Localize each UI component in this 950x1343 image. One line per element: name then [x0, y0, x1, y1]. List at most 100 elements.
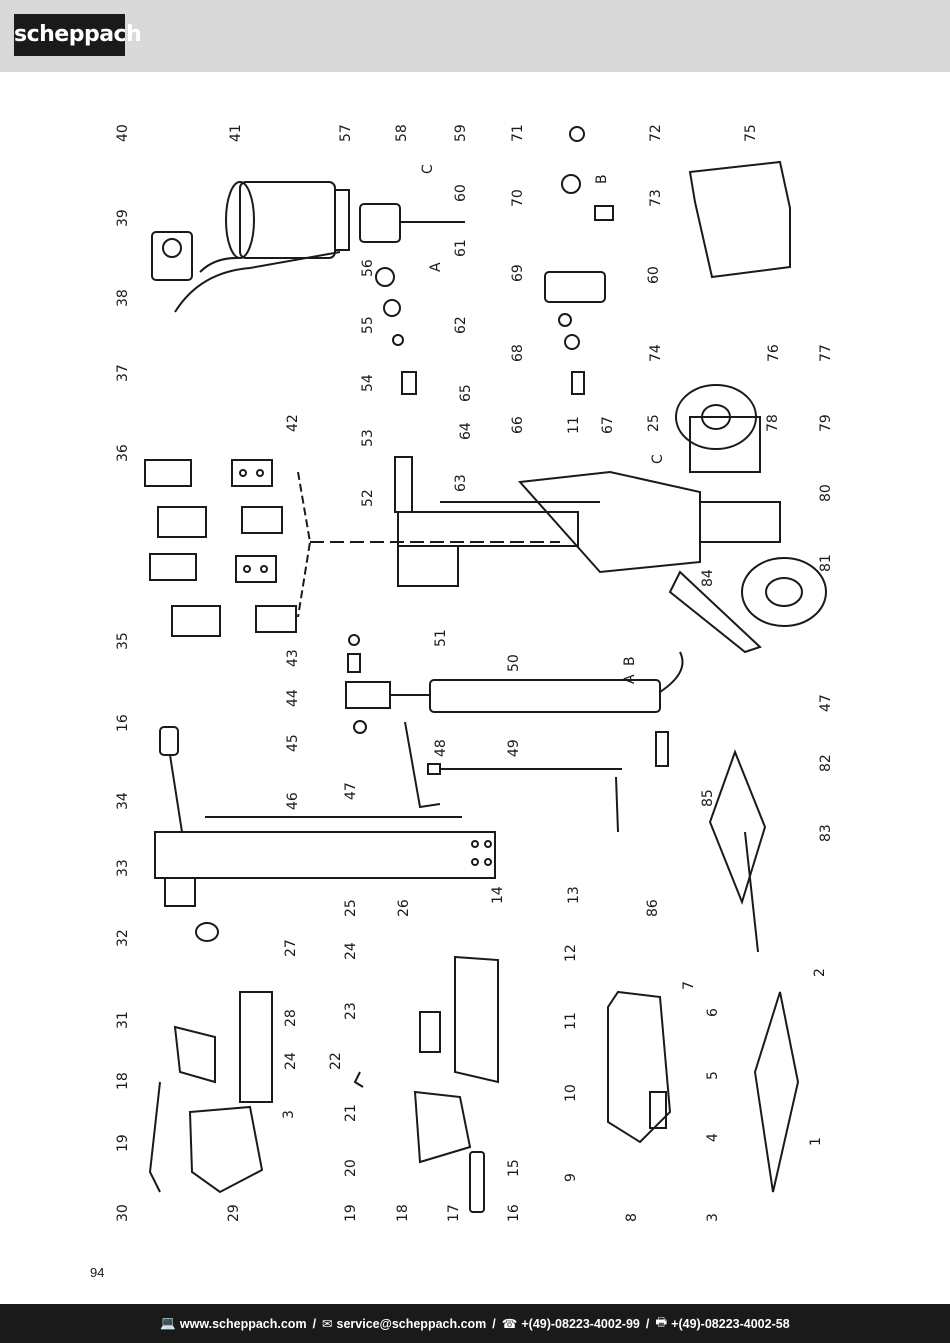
part-label: 71: [510, 124, 526, 142]
part-label: 61: [453, 239, 469, 257]
part-label: 74: [648, 344, 664, 362]
part-label: 55: [360, 316, 376, 334]
part-label: 30: [115, 1204, 131, 1222]
part-label: 16: [115, 714, 131, 732]
part-label: 4: [705, 1133, 721, 1142]
part-label: 23: [343, 1002, 359, 1020]
part-label: 50: [506, 654, 522, 672]
part-label: 48: [433, 739, 449, 757]
blade-assembly: [607, 990, 672, 1144]
marker-label: C: [650, 454, 666, 464]
header-bar: scheppach: [0, 0, 950, 72]
part-label: 73: [648, 189, 664, 207]
machine-frame: [394, 416, 781, 654]
table-plate: [708, 749, 767, 906]
part-label: 35: [115, 632, 131, 650]
part-label: 59: [453, 124, 469, 142]
part-label: 25: [646, 414, 662, 432]
part-label: 14: [490, 886, 506, 904]
separator: /: [312, 1316, 317, 1331]
part-label: 5: [705, 1071, 721, 1080]
part-label: 44: [285, 689, 301, 707]
part-label: 32: [115, 929, 131, 947]
part-label: 7: [681, 981, 697, 990]
part-label: 9: [563, 1173, 579, 1182]
part-label: 41: [228, 124, 244, 142]
part-label: 42: [285, 414, 301, 432]
part-label: 2: [812, 968, 828, 977]
part-label: 75: [743, 124, 759, 142]
part-label: 78: [765, 414, 781, 432]
part-label: 36: [115, 444, 131, 462]
separator: /: [492, 1316, 496, 1331]
part-label: 33: [115, 859, 131, 877]
part-label: 84: [700, 569, 716, 587]
part-label: 27: [283, 939, 299, 957]
part-label: 1: [808, 1137, 824, 1146]
part-label: 8: [624, 1213, 640, 1222]
part-label: 51: [433, 629, 449, 647]
part-label: 39: [115, 209, 131, 227]
part-label: 49: [506, 739, 522, 757]
base-plate: [753, 991, 800, 1193]
part-label: 68: [510, 344, 526, 362]
part-label: 56: [360, 259, 376, 277]
wheels: [675, 384, 827, 627]
motor-assembly: [174, 181, 350, 313]
part-label: 72: [648, 124, 664, 142]
part-label: 3: [281, 1110, 297, 1119]
part-label: 16: [506, 1204, 522, 1222]
envelope-icon: ✉: [322, 1317, 333, 1331]
cover-plate: [688, 160, 791, 279]
part-label: 24: [343, 942, 359, 960]
part-label: 69: [510, 264, 526, 282]
part-label: 65: [458, 384, 474, 402]
part-label: 34: [115, 792, 131, 810]
exploded-parts-diagram: 1 2 3 3 4 5 6 7 8 9 10 11 11 12 13 14 15…: [115, 124, 834, 1222]
part-label: 53: [360, 429, 376, 447]
part-label: 19: [115, 1134, 131, 1152]
wedge-plates: [144, 459, 560, 637]
part-label: 20: [343, 1159, 359, 1177]
separator: /: [645, 1316, 650, 1331]
part-label: 60: [646, 266, 662, 284]
valve-assembly: [544, 126, 614, 395]
contact-footer: 💻 www.scheppach.com / ✉ service@scheppac…: [0, 1304, 950, 1343]
part-label: 45: [285, 734, 301, 752]
part-label: 47: [343, 782, 359, 800]
part-label: 40: [115, 124, 131, 142]
page-number: 94: [90, 1265, 105, 1280]
marker-label: A: [622, 674, 638, 684]
part-label: 70: [510, 189, 526, 207]
part-label: 63: [453, 474, 469, 492]
fax-icon: 🖶: [655, 1315, 668, 1329]
part-label: 18: [115, 1072, 131, 1090]
part-label: 11: [566, 416, 582, 434]
part-label: 15: [506, 1159, 522, 1177]
push-rod: [404, 721, 622, 833]
switch-box: [151, 231, 193, 281]
part-label: 67: [600, 416, 616, 434]
website-link[interactable]: www.scheppach.com: [179, 1316, 307, 1331]
part-label: 11: [563, 1012, 579, 1030]
hydraulic-cylinder: [345, 634, 684, 767]
part-label: 58: [394, 124, 410, 142]
marker-label: C: [420, 164, 436, 174]
telephone-icon: ☎: [501, 1317, 518, 1331]
part-label: 54: [360, 374, 376, 392]
part-label: 86: [645, 899, 661, 917]
part-label: 79: [818, 414, 834, 432]
part-label: 18: [395, 1204, 411, 1222]
computer-icon: 💻: [160, 1316, 176, 1330]
part-label: 3: [705, 1213, 721, 1222]
part-label: 66: [510, 416, 526, 434]
part-label: 80: [818, 484, 834, 502]
part-label: 76: [766, 344, 782, 362]
part-label: 43: [285, 649, 301, 667]
part-label: 81: [818, 554, 834, 572]
part-label: 25: [343, 899, 359, 917]
brand-logo: scheppach: [14, 14, 142, 56]
email-link[interactable]: service@scheppach.com: [336, 1316, 487, 1331]
part-number-labels: 1 2 3 3 4 5 6 7 8 9 10 11 11 12 13 14 15…: [115, 124, 834, 1222]
part-label: 77: [818, 344, 834, 362]
